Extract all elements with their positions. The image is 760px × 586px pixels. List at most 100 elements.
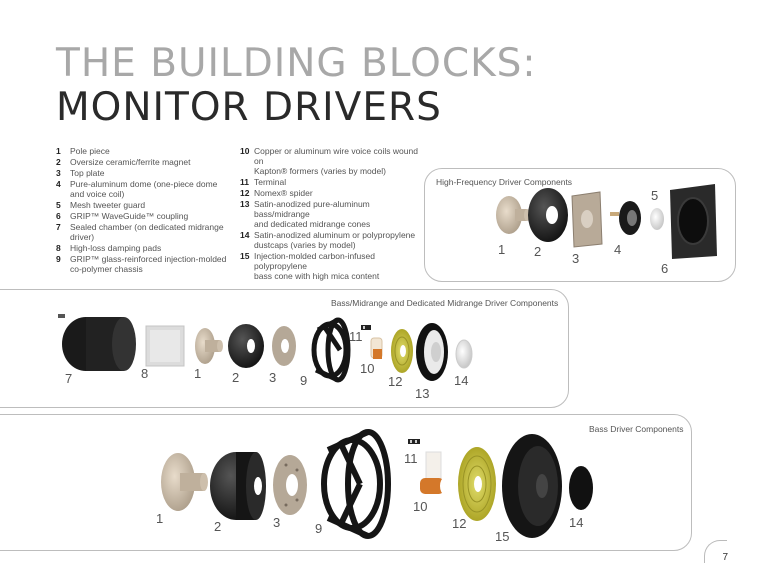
legend-item-text: Satin-anodized pure-aluminum bass/midran… (254, 199, 371, 229)
bass-label-11: 11 (404, 451, 418, 466)
mid-voice-coil (370, 337, 383, 359)
bass-label-10: 10 (413, 499, 428, 514)
bass-chassis (321, 429, 391, 539)
legend-item-text: GRIP™ glass-reinforced injection-molded … (70, 254, 227, 274)
legend-item-text: Terminal (254, 177, 287, 187)
legend-item-text: Satin-anodized aluminum or polypropylene… (254, 230, 416, 250)
hf-label-6: 6 (661, 261, 669, 276)
legend-item-number: 14 (240, 230, 250, 240)
legend-item-number: 5 (56, 200, 61, 210)
hf-label-1: 1 (498, 242, 506, 257)
bass-label-9: 9 (315, 521, 323, 536)
bass-magnet (210, 452, 266, 520)
mid-label-9: 9 (300, 373, 308, 388)
legend-item: 5 Mesh tweeter guard (56, 200, 231, 210)
mid-chassis (311, 317, 351, 383)
legend-item: 14 Satin-anodized aluminum or polypropyle… (240, 230, 420, 250)
mid-label-8: 8 (141, 366, 149, 381)
hf-waveguide (670, 184, 717, 259)
legend-item: 9 GRIP™ glass-reinforced injection-molded… (56, 254, 231, 274)
legend-item-text: Oversize ceramic/ferrite magnet (70, 157, 191, 167)
legend-item-number: 8 (56, 243, 61, 253)
mid-spider (391, 329, 413, 373)
mid-damping-pads (145, 325, 185, 367)
mid-label-1: 1 (194, 366, 202, 381)
legend-item: 3 Top plate (56, 168, 231, 178)
bass-terminal (408, 439, 420, 444)
mid-top-plate (272, 326, 296, 366)
legend-item: 1 Pole piece (56, 146, 231, 156)
bass-spider (458, 447, 496, 521)
legend-item-number: 9 (56, 254, 61, 264)
legend-item-text: Sealed chamber (on dedicated midrange dr… (70, 222, 224, 242)
bass-dustcap (569, 466, 593, 510)
legend-item-text: Injection-molded carbon-infused polyprop… (254, 251, 380, 281)
legend-item-number: 7 (56, 222, 61, 232)
bass-components-panel (0, 414, 692, 551)
legend-item: 10 Copper or aluminum wire voice coils wo… (240, 146, 420, 176)
legend-item: 8 High-loss damping pads (56, 243, 231, 253)
hf-top-plate (571, 191, 603, 248)
legend-item-number: 3 (56, 168, 61, 178)
hf-components-panel (424, 168, 736, 282)
parts-legend-column-2: 10 Copper or aluminum wire voice coils wo… (240, 146, 420, 282)
hf-panel-title: High-Frequency Driver Components (436, 177, 573, 187)
hf-magnet (528, 188, 568, 242)
legend-item-number: 1 (56, 146, 61, 156)
legend-item-text: GRIP™ WaveGuide™ coupling (70, 211, 189, 221)
legend-item-number: 13 (240, 199, 250, 209)
bass-label-1: 1 (156, 511, 164, 526)
mid-label-14: 14 (454, 373, 469, 388)
legend-item-text: Mesh tweeter guard (70, 200, 146, 210)
hf-label-5: 5 (651, 188, 659, 203)
midrange-panel-title: Bass/Midrange and Dedicated Midrange Dri… (331, 298, 559, 308)
legend-item-text: Nomex® spider (254, 188, 313, 198)
legend-item-text: Pure-aluminum dome (one-piece dome and v… (70, 179, 218, 199)
bass-label-3: 3 (273, 515, 281, 530)
legend-item-number: 10 (240, 146, 250, 156)
mid-label-13: 13 (415, 386, 430, 401)
mid-pole-piece (195, 328, 223, 364)
legend-item-text: Top plate (70, 168, 105, 178)
mid-label-7: 7 (65, 371, 73, 386)
legend-item: 4 Pure-aluminum dome (one-piece dome and … (56, 179, 231, 199)
hf-label-3: 3 (572, 251, 580, 266)
legend-item-number: 4 (56, 179, 61, 189)
mid-terminal (361, 325, 371, 330)
legend-item-text: Copper or aluminum wire voice coils woun… (254, 146, 418, 176)
mid-label-3: 3 (269, 370, 277, 385)
bass-label-12: 12 (452, 516, 467, 531)
bass-pole-piece (161, 453, 208, 511)
legend-item-text: Pole piece (70, 146, 110, 156)
legend-item: 7 Sealed chamber (on dedicated midrange d… (56, 222, 231, 242)
bass-top-plate (273, 455, 307, 515)
page-corner-divider (704, 540, 727, 563)
midrange-components-panel (0, 289, 569, 408)
mid-sealed-chamber (58, 314, 136, 371)
legend-item-number: 6 (56, 211, 61, 221)
bass-voice-coil (420, 451, 448, 494)
mid-label-10: 10 (360, 361, 375, 376)
hf-tweeter-guard (650, 208, 664, 230)
mid-label-11: 11 (349, 329, 363, 344)
legend-item: 13 Satin-anodized pure-aluminum bass/midr… (240, 199, 420, 229)
bass-cone (502, 434, 562, 538)
legend-item-text: High-loss damping pads (70, 243, 162, 253)
bass-label-15: 15 (495, 529, 510, 544)
mid-dustcap (455, 339, 473, 369)
mid-cone (416, 323, 448, 381)
page-title-line1: THE BUILDING BLOCKS: (56, 41, 537, 86)
legend-item: 11 Terminal (240, 177, 420, 187)
mid-magnet (228, 324, 264, 368)
hf-dome-assembly (610, 201, 641, 235)
mid-label-12: 12 (388, 374, 403, 389)
mid-label-2: 2 (232, 370, 240, 385)
hf-label-2: 2 (534, 244, 542, 259)
hf-pole-piece (496, 196, 530, 234)
legend-item-number: 11 (240, 177, 249, 187)
bass-label-14: 14 (569, 515, 584, 530)
